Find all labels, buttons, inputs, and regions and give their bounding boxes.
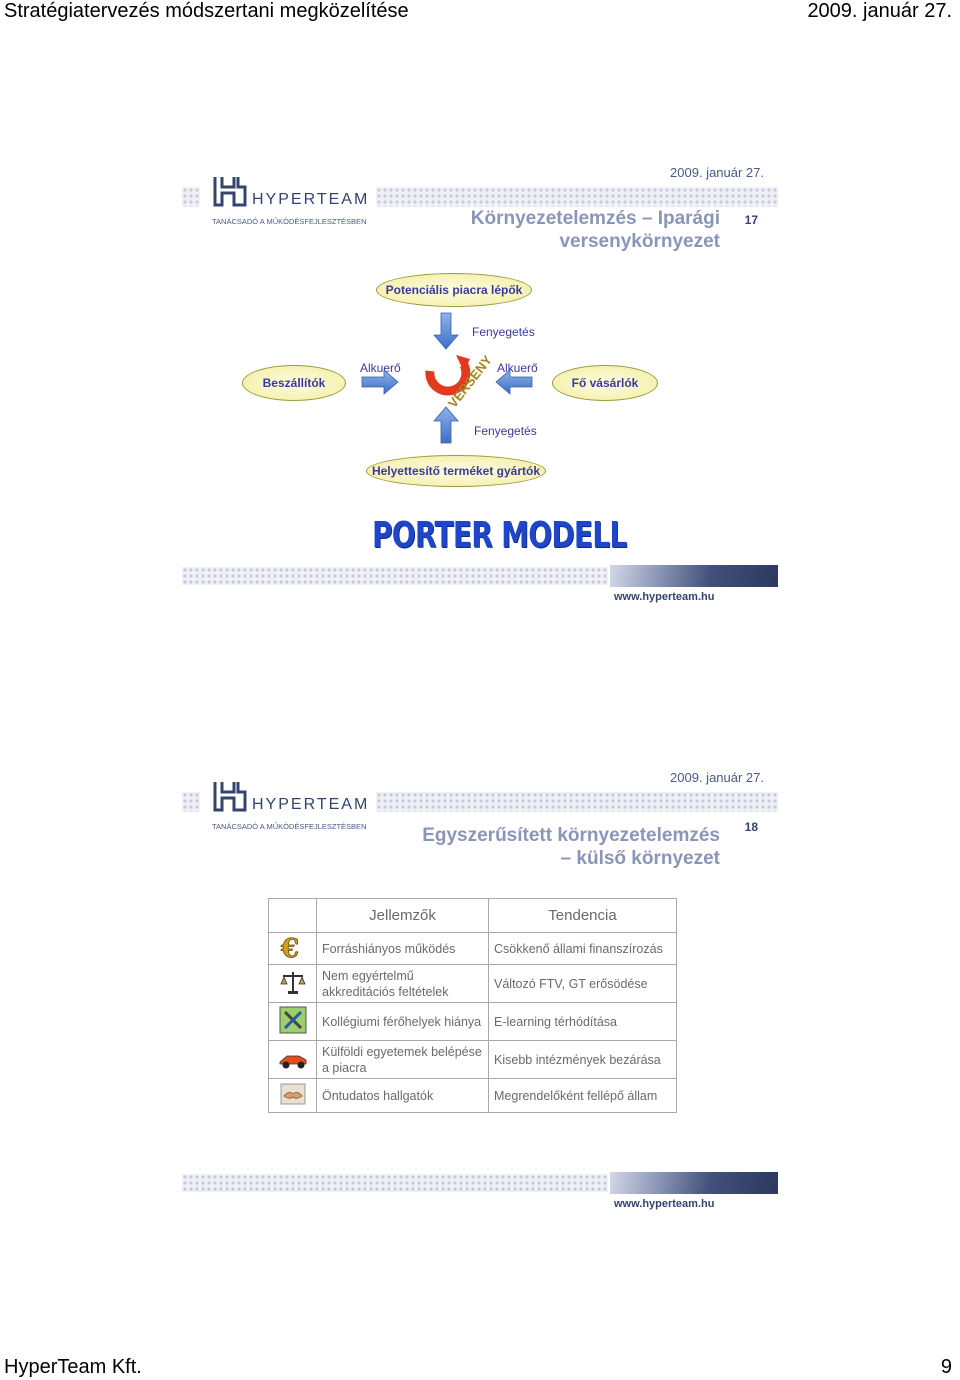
table-row: Nem egyértelmű akkreditációs feltételek … <box>268 964 677 1003</box>
slide-title-line2: – külső környezet <box>560 848 720 869</box>
potential-entrants-ellipse: Potenciális piacra lépők <box>376 273 532 307</box>
document-date: 2009. január 27. <box>807 0 952 22</box>
hyperteam-logo-mark <box>213 782 247 812</box>
slide-date: 2009. január 27. <box>670 770 764 785</box>
race-car-icon <box>279 1055 306 1069</box>
slide-18: 2009. január 27. HYPERTEAM TANÁCSADÓ A M… <box>182 770 778 1215</box>
slide-footer-band <box>182 565 778 587</box>
bargaining-power-left-label: Alkuerő <box>360 361 401 375</box>
slide-17: 2009. január 27. HYPERTEAM TANÁCSADÓ A M… <box>182 165 778 605</box>
environment-table: Jellemzők Tendencia € Forráshiányos műkö… <box>268 898 677 1113</box>
company-name: HyperTeam Kft. <box>4 1356 142 1378</box>
table-header-characteristics: Jellemzők <box>316 898 489 933</box>
dots-band <box>376 187 778 207</box>
footer-photo <box>610 565 778 587</box>
bargaining-power-right-label: Alkuerő <box>497 361 538 375</box>
table-header-icon-cell <box>268 898 317 933</box>
table-row-icon-cell <box>268 1078 317 1113</box>
footer-dots <box>182 567 608 585</box>
table-cell-characteristic: Nem egyértelmű akkreditációs feltételek <box>316 964 489 1003</box>
website-link[interactable]: www.hyperteam.hu <box>614 591 715 603</box>
table-header-trend: Tendencia <box>488 898 677 933</box>
threat-label-top: Fenyegetés <box>472 325 535 339</box>
slide-title-line1: Egyszerűsített környezetelemzés <box>422 825 720 846</box>
competition-cycle-icon <box>425 363 471 396</box>
hyperteam-logo: HYPERTEAM TANÁCSADÓ A MŰKÖDÉSFEJLESZTÉSB… <box>212 778 367 836</box>
tools-icon <box>279 1006 306 1034</box>
table-cell-trend: E-learning térhódítása <box>488 1002 677 1041</box>
table-row-icon-cell: € <box>268 932 317 965</box>
threat-label-bottom: Fenyegetés <box>474 424 537 438</box>
handshake-icon <box>280 1083 305 1105</box>
table-row-icon-cell <box>268 1040 317 1079</box>
slide-title-line2: versenykörnyezet <box>559 231 720 252</box>
table-header-row: Jellemzők Tendencia <box>268 898 677 933</box>
table-row: Külföldi egyetemek belépése a piacra Kis… <box>268 1040 677 1079</box>
euro-icon: € <box>279 934 299 961</box>
table-cell-characteristic: Kollégiumi férőhelyek hiánya <box>316 1002 489 1041</box>
table-cell-trend: Kisebb intézmények bezárása <box>488 1040 677 1079</box>
table-cell-characteristic: Öntudatos hallgatók <box>316 1078 489 1113</box>
dots-band <box>182 187 200 207</box>
arrow-down-icon <box>433 312 459 350</box>
footer-photo <box>610 1172 778 1194</box>
arrow-left-icon <box>495 369 533 395</box>
arrow-up-icon <box>433 406 459 444</box>
footer-dots <box>182 1174 608 1192</box>
hyperteam-logo-mark <box>213 177 247 207</box>
table-row: Öntudatos hallgatók Megrendelőként fellé… <box>268 1078 677 1113</box>
table-cell-characteristic: Forráshiányos működés <box>316 932 489 965</box>
table-row-icon-cell <box>268 964 317 1003</box>
logo-name: HYPERTEAM <box>252 191 370 208</box>
buyers-ellipse: Fő vásárlók <box>552 365 658 401</box>
table-row-icon-cell <box>268 1002 317 1041</box>
table-cell-trend: Megrendelőként fellépő állam <box>488 1078 677 1113</box>
competition-label: VERSENY <box>445 352 495 410</box>
slide-footer-band <box>182 1172 778 1194</box>
logo-tagline: TANÁCSADÓ A MŰKÖDÉSFEJLESZTÉSBEN <box>212 822 367 831</box>
document-title: Stratégiatervezés módszertani megközelít… <box>4 0 409 22</box>
page-number: 9 <box>940 1356 952 1378</box>
dots-band <box>376 792 778 812</box>
logo-tagline: TANÁCSADÓ A MŰKÖDÉSFEJLESZTÉSBEN <box>212 217 367 226</box>
slide-title: Egyszerűsített környezetelemzés – külső … <box>422 824 720 870</box>
slide-date: 2009. január 27. <box>670 165 764 180</box>
slide-title: Környezetelemzés – Iparági versenykörnye… <box>471 207 720 253</box>
website-link[interactable]: www.hyperteam.hu <box>614 1198 715 1210</box>
hyperteam-logo: HYPERTEAM TANÁCSADÓ A MŰKÖDÉSFEJLESZTÉSB… <box>212 173 367 231</box>
table-cell-trend: Változó FTV, GT erősödése <box>488 964 677 1003</box>
porter-arrows: VERSENY <box>361 312 533 444</box>
scales-icon <box>279 972 306 994</box>
svg-text:€: € <box>280 934 299 961</box>
slide-number: 17 <box>744 213 758 227</box>
logo-name: HYPERTEAM <box>252 796 370 813</box>
arrow-right-icon <box>361 369 399 395</box>
suppliers-ellipse: Beszállítók <box>242 365 346 401</box>
table-row: Kollégiumi férőhelyek hiánya E-learning … <box>268 1002 677 1041</box>
table-cell-trend: Csökkenő állami finanszírozás <box>488 932 677 965</box>
slide-title-line1: Környezetelemzés – Iparági <box>470 208 720 229</box>
table-cell-characteristic: Külföldi egyetemek belépése a piacra <box>316 1040 489 1079</box>
table-row: € Forráshiányos működés Csökkenő állami … <box>268 932 677 965</box>
slide-number: 18 <box>744 820 758 834</box>
porter-model-title: PORTER MODELL <box>372 515 627 556</box>
dots-band <box>182 792 200 812</box>
substitutes-ellipse: Helyettesítő terméket gyártók <box>366 455 546 487</box>
